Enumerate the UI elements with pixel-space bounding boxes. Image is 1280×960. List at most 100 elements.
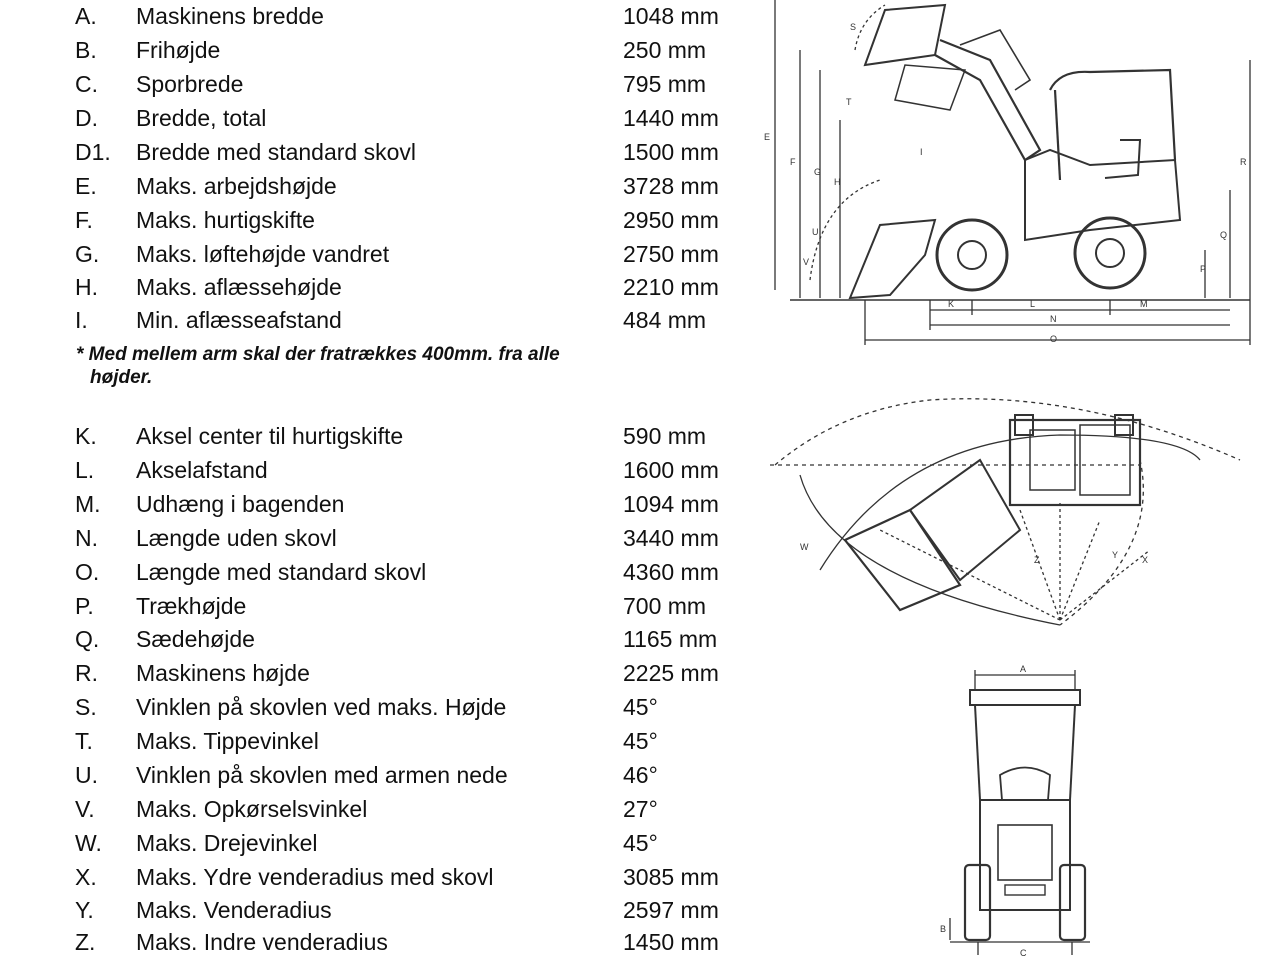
footnote-line-2: højder. <box>90 367 153 388</box>
spec-value: 250 mm <box>623 37 707 63</box>
spec-code: H. <box>75 274 98 300</box>
dim-label-r: R <box>1240 157 1247 167</box>
dim-label-y: Y <box>1112 550 1118 560</box>
dim-label-q: Q <box>1220 230 1227 240</box>
spec-value: 1048 mm <box>623 3 719 29</box>
spec-row: A. Maskinens bredde 1048 mm <box>0 0 760 32</box>
dim-label-t: T <box>846 97 852 107</box>
spec-code: Y. <box>75 897 94 923</box>
spec-code: T. <box>75 728 93 754</box>
spec-label: Længde med standard skovl <box>136 559 427 585</box>
spec-code: R. <box>75 660 98 686</box>
spec-value: 2210 mm <box>623 274 719 300</box>
dim-label-c: C <box>1020 948 1027 958</box>
spec-value: 46° <box>623 762 658 788</box>
spec-value: 1094 mm <box>623 491 719 517</box>
spec-code: N. <box>75 525 98 551</box>
dim-label-s: S <box>850 22 856 32</box>
spec-label: Maskinens bredde <box>136 3 324 29</box>
dim-label-o: O <box>1050 334 1057 344</box>
spec-label: Maks. Opkørselsvinkel <box>136 796 368 822</box>
spec-label: Maks. Ydre venderadius med skovl <box>136 864 494 890</box>
spec-value: 3085 mm <box>623 864 719 890</box>
spec-label: Maks. Venderadius <box>136 897 332 923</box>
spec-value: 1440 mm <box>623 105 719 131</box>
spec-row: W. Maks. Drejevinkel 45° <box>0 827 760 859</box>
spec-code: X. <box>75 864 97 890</box>
spec-value: 45° <box>623 728 658 754</box>
spec-label: Bredde, total <box>136 105 267 131</box>
spec-label: Min. aflæsseafstand <box>136 307 342 333</box>
spec-label: Maskinens højde <box>136 660 310 686</box>
spec-value: 590 mm <box>623 423 707 449</box>
spec-code: W. <box>75 830 102 856</box>
dim-label-i: I <box>920 147 923 157</box>
spec-value: 1450 mm <box>623 929 719 955</box>
spec-label: Sporbrede <box>136 71 244 97</box>
dim-label-b: B <box>940 924 946 934</box>
dim-label-u: U <box>812 227 819 237</box>
dim-label-l: L <box>1030 299 1035 309</box>
spec-value: 2750 mm <box>623 241 719 267</box>
spec-code: K. <box>75 423 97 449</box>
dim-label-x: X <box>1142 555 1148 565</box>
spec-label: Bredde med standard skovl <box>136 139 416 165</box>
spec-code: V. <box>75 796 95 822</box>
dim-label-k: K <box>948 299 954 309</box>
dim-label-h: H <box>834 177 841 187</box>
spec-code: C. <box>75 71 98 97</box>
top-view-drawing: W X Y Z <box>770 398 1241 626</box>
spec-label: Maks. Drejevinkel <box>136 830 318 856</box>
spec-label: Maks. løftehøjde vandret <box>136 241 390 267</box>
spec-value: 3728 mm <box>623 173 719 199</box>
spec-row: X. Maks. Ydre venderadius med skovl 3085 m… <box>0 861 760 893</box>
spec-code: O. <box>75 559 100 585</box>
dim-label-v: V <box>803 257 809 267</box>
spec-code: U. <box>75 762 98 788</box>
dim-label-m: M <box>1140 299 1148 309</box>
spec-code: F. <box>75 207 93 233</box>
dim-label-z: Z <box>1034 555 1040 565</box>
spec-value: 700 mm <box>623 593 707 619</box>
spec-value: 4360 mm <box>623 559 719 585</box>
footnote-line-1: * Med mellem arm skal der fratrækkes 400… <box>76 344 560 365</box>
spec-value: 45° <box>623 694 658 720</box>
spec-code: L. <box>75 457 95 483</box>
spec-code: I. <box>75 307 88 333</box>
dim-label-g: G <box>814 167 821 177</box>
spec-label: Vinklen på skovlen ved maks. Højde <box>136 694 507 720</box>
dim-label-f: F <box>790 157 796 167</box>
spec-row: F. Maks. hurtigskifte 2950 mm <box>0 204 760 236</box>
spec-code: M. <box>75 491 101 517</box>
front-view-drawing: A B C <box>940 664 1090 958</box>
spec-label: Maks. hurtigskifte <box>136 207 315 233</box>
spec-code: B. <box>75 37 97 63</box>
spec-label: Trækhøjde <box>136 593 247 619</box>
spec-value: 1165 mm <box>623 626 718 652</box>
spec-code: A. <box>75 3 97 29</box>
spec-code: Q. <box>75 626 100 652</box>
spec-code: D1. <box>75 139 111 165</box>
spec-row: O. Længde med standard skovl 4360 mm <box>0 556 760 588</box>
spec-value: 45° <box>623 830 658 856</box>
spec-row: M. Udhæng i bagenden 1094 mm <box>0 488 760 520</box>
dim-label-n: N <box>1050 314 1057 324</box>
spec-value: 2950 mm <box>623 207 719 233</box>
spec-label: Udhæng i bagenden <box>136 491 345 517</box>
